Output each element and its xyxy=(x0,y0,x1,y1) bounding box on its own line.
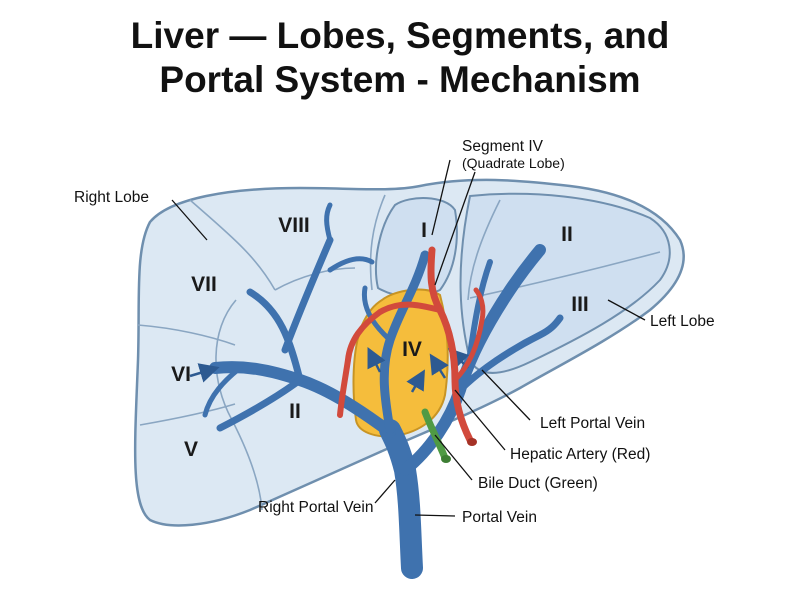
right-lobe-label: Right Lobe xyxy=(74,189,149,206)
segment-v-label: V xyxy=(184,438,198,461)
hepatic-artery xyxy=(337,246,486,444)
artery-end xyxy=(467,438,477,446)
right-portal-vein-label: Right Portal Vein xyxy=(258,499,373,516)
caudate-lobe xyxy=(375,197,458,298)
portal-vein-trunk xyxy=(379,419,423,579)
title-line-2: Portal System - Mechanism xyxy=(159,59,641,100)
left-portal-vein-label: Left Portal Vein xyxy=(540,415,645,432)
segment-iv-label: IV xyxy=(402,338,422,361)
quadrate-lobe-callout: (Quadrate Lobe) xyxy=(462,155,565,171)
hepatic-artery-label: Hepatic Artery (Red) xyxy=(510,446,650,463)
portal-vein-label: Portal Vein xyxy=(462,509,537,526)
page-title: Liver — Lobes, Segments, and Portal Syst… xyxy=(0,14,800,102)
portal-vein-system xyxy=(202,202,564,579)
title-line-1: Liver — Lobes, Segments, and xyxy=(130,15,670,56)
segment-ii-left-label: II xyxy=(561,223,573,246)
segment-viii-label: VIII xyxy=(278,214,310,237)
segment-lines xyxy=(137,194,661,511)
segment-iv-callout: Segment IV xyxy=(462,138,544,155)
segment-vi-label: VI xyxy=(171,363,191,386)
bile-duct-end xyxy=(441,455,451,463)
left-lobe-region xyxy=(459,192,671,375)
segment-iii-label: III xyxy=(571,293,589,316)
bile-duct-label: Bile Duct (Green) xyxy=(478,475,598,492)
left-lobe-label: Left Lobe xyxy=(650,313,715,330)
segment-i-label: I xyxy=(421,219,427,242)
segment-vii-label: VII xyxy=(191,273,217,296)
leader-lines xyxy=(171,159,646,517)
segment-ii-right-label: II xyxy=(289,400,301,423)
